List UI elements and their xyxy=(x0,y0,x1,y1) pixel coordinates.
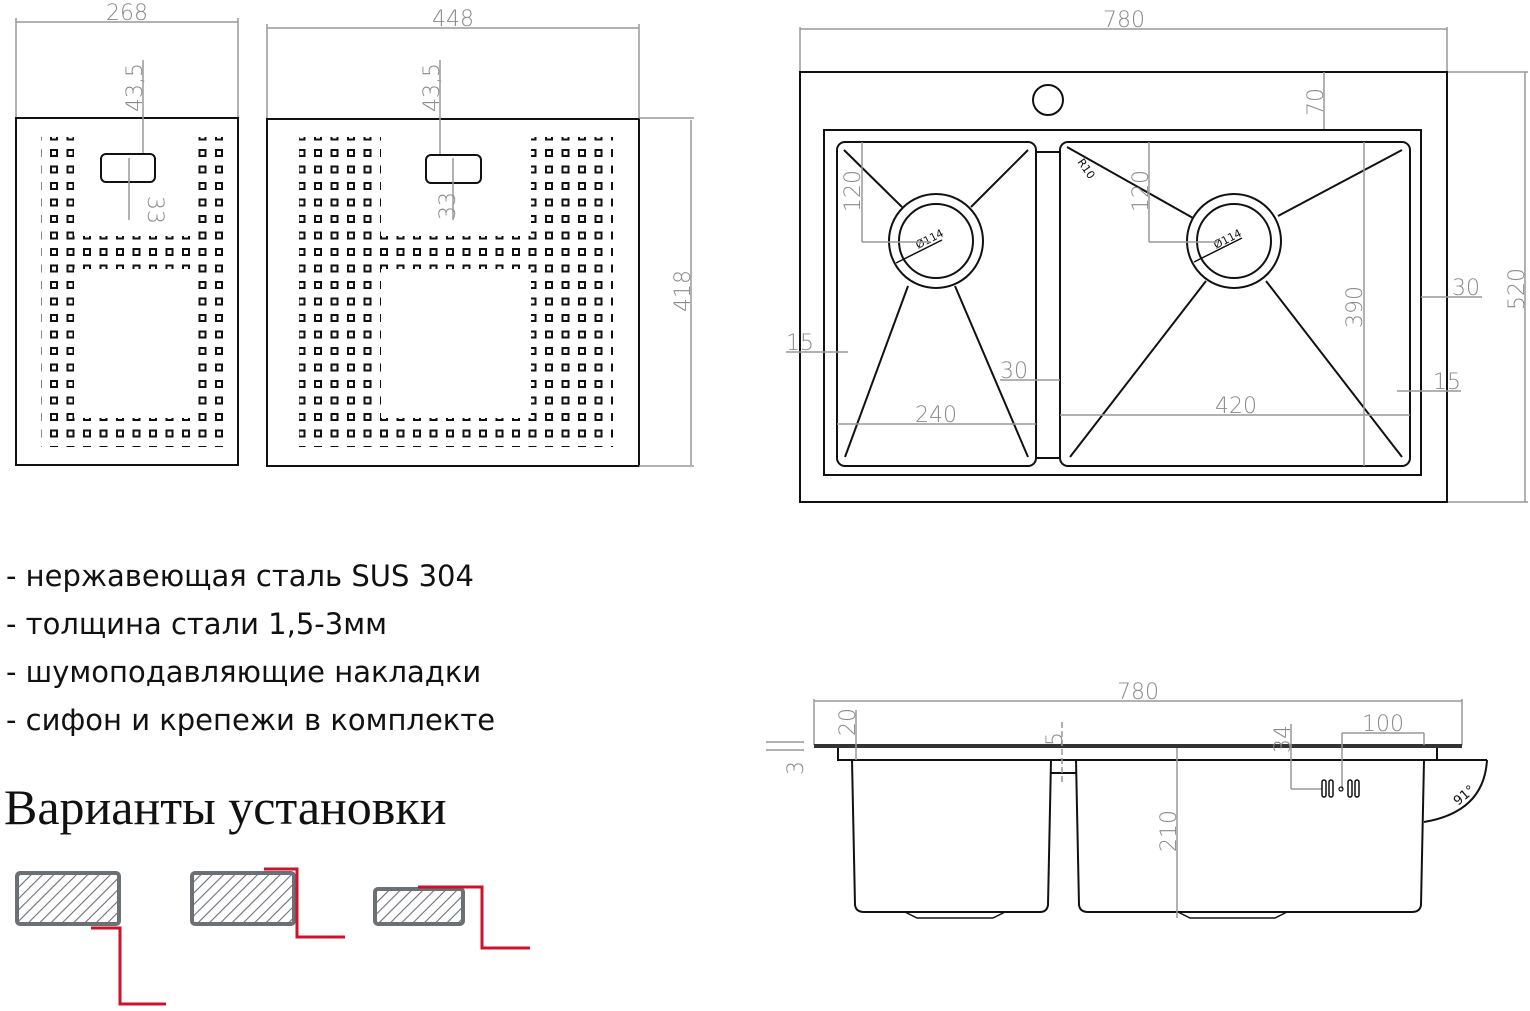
feature-item: - толщина стали 1,5-3мм xyxy=(6,607,387,641)
install-variant-flush-mount xyxy=(190,867,345,939)
install-variant-undermount xyxy=(15,871,166,1006)
sink-side-view: 780 3 20 5 210 34 100 xyxy=(766,680,1488,919)
colander-large: 448 43,5 33 418 xyxy=(266,7,696,467)
dim-left-drain-offset: 120 xyxy=(841,170,866,212)
dim-side-bowl-depth: 210 xyxy=(1157,810,1182,852)
dim-colander-small-width: 268 xyxy=(106,1,148,26)
dim-left-bowl-width: 240 xyxy=(915,403,957,428)
dim-side-overflow-offset: 100 xyxy=(1362,712,1404,737)
dim-divider: 30 xyxy=(1000,359,1028,384)
sink-top-view: 780 520 70 Ø114 120 240 xyxy=(786,8,1530,503)
dim-right-drain-diameter: Ø114 xyxy=(1211,227,1243,252)
dim-colander-large-width: 448 xyxy=(432,7,474,32)
feature-item: - шумоподавляющие накладки xyxy=(6,655,482,689)
install-variant-top-mount xyxy=(373,885,530,950)
dim-right-inner-offset: 15 xyxy=(1433,370,1461,395)
dim-corner-radius: R10 xyxy=(1075,156,1098,181)
dim-right-drain-offset: 120 xyxy=(1129,170,1154,212)
dim-top-overall-width: 780 xyxy=(1103,8,1145,33)
feature-list: - нержавеющая сталь SUS 304 - толщина ст… xyxy=(6,552,495,744)
overflow-slots-icon xyxy=(1321,779,1360,798)
dim-left-drain-diameter: Ø114 xyxy=(913,227,945,252)
dim-colander-small-offset: 43,5 xyxy=(123,63,148,112)
dim-side-angle: 91° xyxy=(1451,783,1478,809)
dim-right-side-margin: 30 xyxy=(1452,276,1480,301)
dim-side-thickness: 3 xyxy=(784,761,809,775)
feature-item: - сифон и крепежи в комплекте xyxy=(6,703,496,737)
dim-colander-large-offset: 43,5 xyxy=(420,63,445,112)
dim-colander-large-handle: 33 xyxy=(436,192,461,220)
dim-top-overall-depth: 520 xyxy=(1505,268,1530,310)
dim-side-flange: 20 xyxy=(836,708,861,736)
install-options-title: Варианты установки xyxy=(4,779,447,835)
dim-side-overflow-drop: 34 xyxy=(1271,725,1296,753)
dim-left-inner-offset: 15 xyxy=(786,331,814,356)
dim-top-back-margin: 70 xyxy=(1304,88,1329,116)
dim-right-bowl-width: 420 xyxy=(1215,394,1257,419)
colander-small: 268 43,5 33 xyxy=(15,1,239,466)
dim-side-overall-width: 780 xyxy=(1117,680,1159,705)
dim-colander-large-height: 418 xyxy=(671,270,696,312)
dim-side-divider-drop: 5 xyxy=(1043,732,1068,746)
dim-right-bowl-depth: 390 xyxy=(1343,286,1368,328)
feature-item: - нержавеющая сталь SUS 304 xyxy=(6,559,474,593)
dim-colander-small-handle: 33 xyxy=(142,196,167,224)
